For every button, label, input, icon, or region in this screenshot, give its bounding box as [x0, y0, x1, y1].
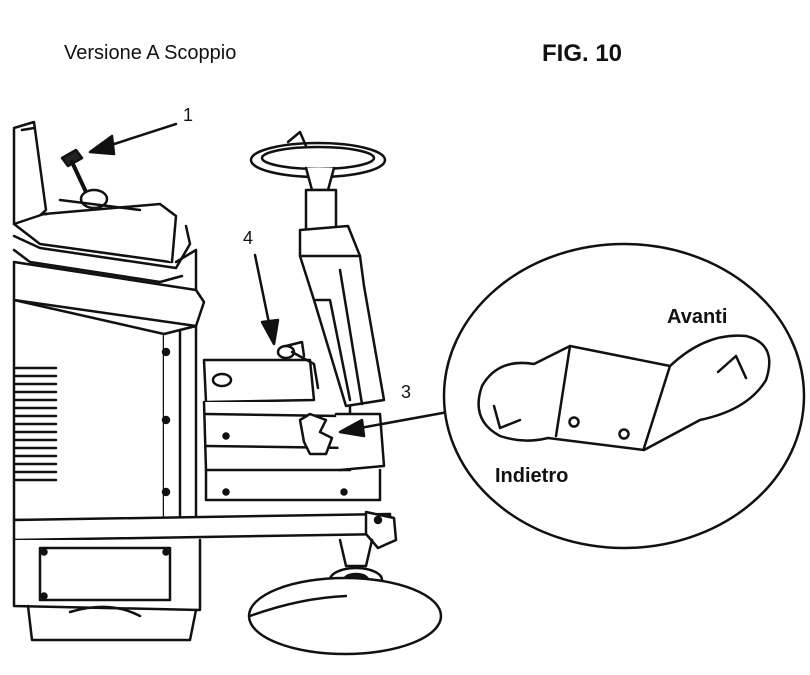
callout-arrow-1 [88, 122, 178, 156]
forward-label: Avanti [667, 306, 728, 328]
side-brush [247, 538, 443, 656]
vent-grille [14, 366, 58, 482]
detail-inset-circle [442, 242, 806, 550]
callout-label-3: 3 [401, 382, 412, 402]
throttle-lever [58, 148, 142, 212]
machine-body [12, 260, 206, 522]
callout-label-1: 1 [183, 105, 194, 125]
callout-label-4: 4 [243, 228, 254, 248]
page-title: Versione A Scoppio [64, 42, 237, 64]
callout-arrow-4 [253, 253, 280, 346]
figure-label: FIG. 10 [542, 40, 623, 67]
seat-assembly [12, 120, 198, 294]
callout-arrow-3 [338, 410, 450, 438]
chassis-base [12, 510, 398, 642]
steering-column [249, 130, 387, 408]
parking-brake-lever [276, 340, 320, 390]
reverse-label: Indietro [495, 465, 569, 487]
